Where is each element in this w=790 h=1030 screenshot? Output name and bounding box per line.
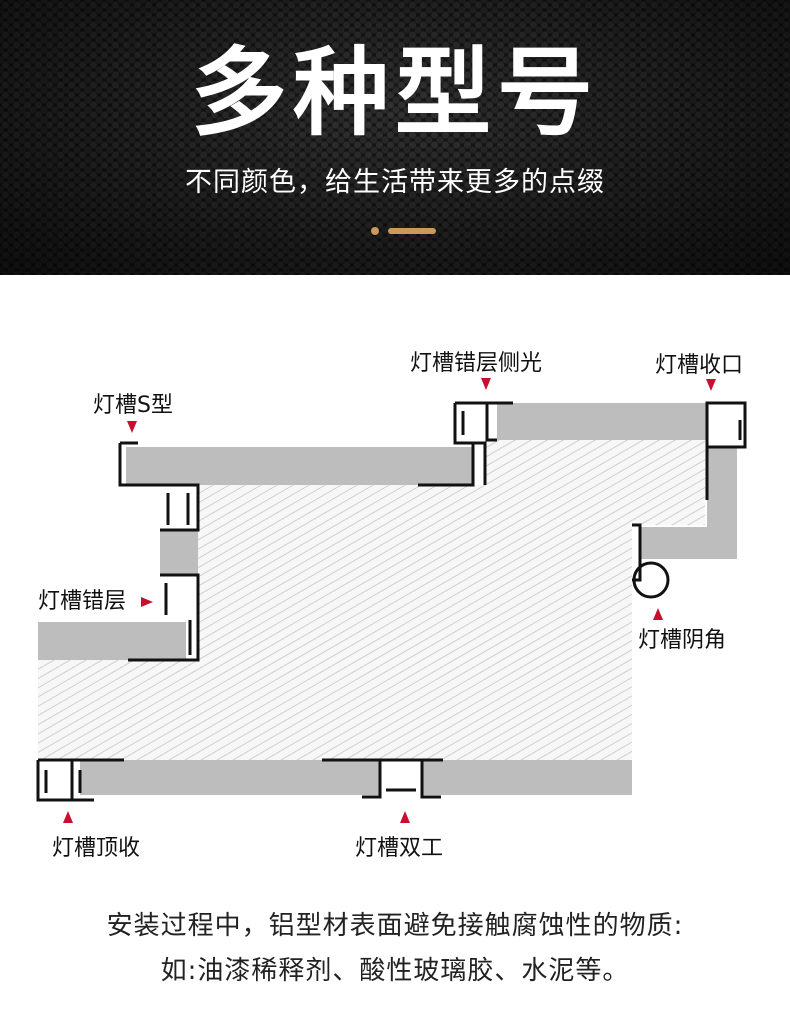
- label-s-type: 灯槽S型: [93, 393, 173, 418]
- page-title: 多种型号: [191, 37, 599, 149]
- arrow-double: [400, 811, 410, 823]
- pointer-arrows: [63, 378, 716, 823]
- arrow-side-light: [481, 378, 491, 390]
- arrow-inner-corner: [653, 608, 663, 620]
- decor-bar: [388, 228, 436, 234]
- gypsum-boards: [38, 403, 737, 795]
- header-banner: [0, 0, 790, 275]
- label-side-light: 灯槽错层侧光: [410, 351, 542, 376]
- arrow-s-type: [127, 421, 137, 433]
- decor-dot: [371, 227, 379, 235]
- label-inner-corner: 灯槽阴角: [638, 628, 726, 653]
- footer-note-line1: 安装过程中，铝型材表面避免接触腐蚀性的物质:: [106, 911, 684, 941]
- label-closing: 灯槽收口: [655, 353, 743, 378]
- arrow-closing: [706, 379, 716, 391]
- arrow-top-closing: [63, 811, 73, 823]
- ceiling-hatch: [38, 440, 705, 760]
- label-double: 灯槽双工: [355, 836, 443, 861]
- footer-note-line2: 如:油漆稀释剂、酸性玻璃胶、水泥等。: [160, 956, 630, 986]
- arrow-layered: [141, 597, 153, 607]
- page-subtitle: 不同颜色，给生活带来更多的点缀: [185, 167, 605, 198]
- aluminum-profiles: [36, 401, 747, 802]
- profile-diagram: 灯槽S型 灯槽错层侧光 灯槽收口 灯槽错层 灯槽阴角 灯槽顶收 灯槽双工: [36, 351, 747, 861]
- label-top-closing: 灯槽顶收: [52, 836, 140, 861]
- label-layered: 灯槽错层: [38, 589, 126, 614]
